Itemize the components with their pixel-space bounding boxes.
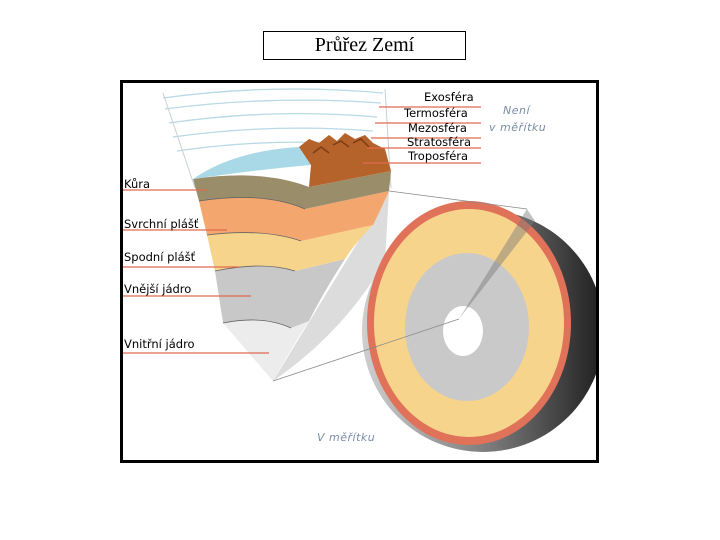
cone-layers [193, 133, 391, 381]
label-lower-mantle: Spodní plášť [124, 251, 195, 264]
note-to-scale: V měřítku [317, 431, 375, 444]
label-inner-core: Vnitřní jádro [124, 338, 195, 351]
label-outer-core: Vnější jádro [124, 283, 191, 296]
label-mesosphere: Mezosféra [408, 122, 467, 135]
label-crust: Kůra [124, 178, 150, 191]
diagram-title: Průřez Zemí [263, 31, 466, 60]
note-not-to-scale-1: Není [503, 104, 530, 117]
diagram-frame: Kůra Svrchní plášť Spodní plášť Vnější j… [120, 80, 599, 463]
label-upper-mantle: Svrchní plášť [124, 218, 198, 231]
note-not-to-scale-2: v měřítku [489, 121, 546, 134]
label-thermosphere: Termosféra [404, 107, 468, 120]
label-stratosphere: Stratosféra [407, 136, 471, 149]
earth-cross-section [123, 83, 599, 463]
ocean [193, 147, 311, 179]
label-troposphere: Troposféra [408, 150, 468, 163]
label-exosphere: Exosféra [424, 91, 474, 104]
